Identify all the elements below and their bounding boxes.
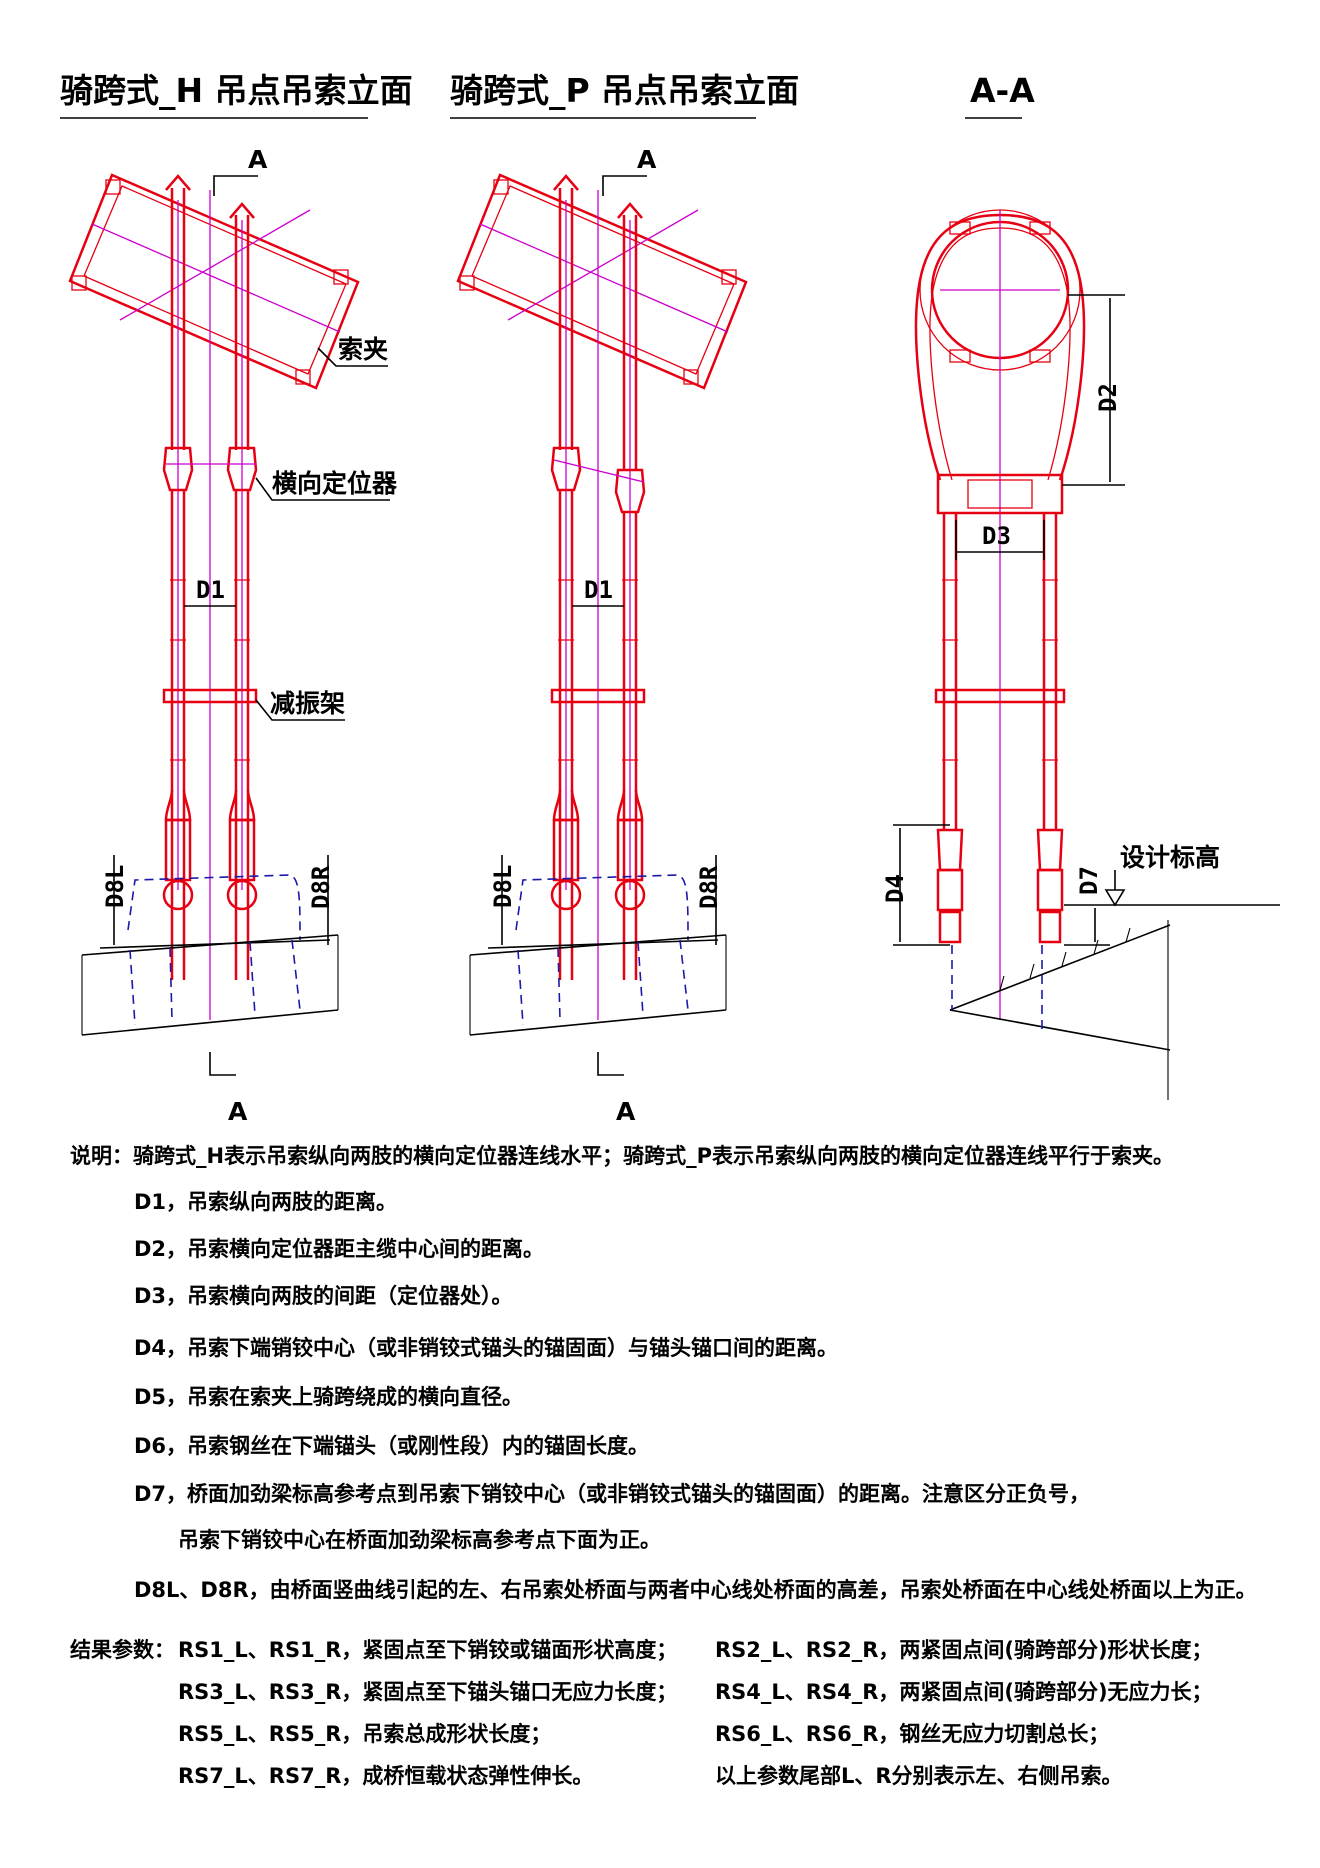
result-rs7: RS7_L、RS7_R，成桥恒载状态弹性伸长。 <box>178 1764 594 1788</box>
elevation-p: A D1 D8L D8R <box>456 145 748 1120</box>
dim-d1-p: D1 <box>584 576 613 604</box>
note-d5: D5，吊索在索夹上骑跨绕成的横向直径。 <box>134 1385 524 1409</box>
note-d7-line2: 吊索下销铰中心在桥面加劲梁标高参考点下面为正。 <box>178 1528 661 1552</box>
dim-d8r-p: D8R <box>695 865 723 909</box>
note-d1: D1，吊索纵向两肢的距离。 <box>134 1190 398 1214</box>
section-mark-top-p: A <box>637 145 657 174</box>
dim-d1-h: D1 <box>196 576 225 604</box>
elevation-h: A D1 <box>68 145 360 1120</box>
note-d3: D3，吊索横向两肢的间距（定位器处）。 <box>134 1284 513 1308</box>
dim-d8l-p: D8L <box>489 865 517 908</box>
result-rs1: RS1_L、RS1_R，紧固点至下销铰或锚面形状高度； <box>178 1638 678 1662</box>
result-rs2: RS2_L、RS2_R，两紧固点间(骑跨部分)形状长度； <box>715 1638 1213 1662</box>
note-d6: D6，吊索钢丝在下端锚头（或刚性段）内的锚固长度。 <box>134 1434 650 1458</box>
hanger-drawing: 骑跨式_H 吊点吊索立面 骑跨式_P 吊点吊索立面 A-A A D1 <box>60 71 1280 1120</box>
section-mark-top-h: A <box>248 145 268 174</box>
result-rs5: RS5_L、RS5_R，吊索总成形状长度； <box>178 1722 552 1746</box>
result-rs4: RS4_L、RS4_R，两紧固点间(骑跨部分)无应力长； <box>715 1680 1213 1704</box>
section-mark-bottom-p: A <box>616 1097 636 1120</box>
note-d2: D2，吊索横向定位器距主缆中心间的距离。 <box>134 1237 545 1261</box>
result-suffix-note: 以上参数尾部L、R分别表示左、右侧吊索。 <box>715 1764 1123 1788</box>
title-section: A-A <box>970 71 1035 110</box>
label-design-elevation: 设计标高 <box>1120 843 1220 872</box>
dim-d4: D4 <box>881 874 909 903</box>
dim-d7: D7 <box>1075 866 1103 895</box>
note-d4: D4，吊索下端销铰中心（或非销铰式锚头的锚固面）与锚头锚口间的距离。 <box>134 1336 839 1360</box>
section-a-a: D2 D3 D4 D7 设计标高 <box>881 209 1280 1100</box>
section-mark-bottom-h: A <box>228 1097 248 1120</box>
title-h-elevation: 骑跨式_H 吊点吊索立面 <box>60 71 413 110</box>
dim-d3: D3 <box>982 522 1011 550</box>
label-damper-frame: 减振架 <box>270 689 345 718</box>
result-rs3: RS3_L、RS3_R，紧固点至下锚头锚口无应力长度； <box>178 1680 678 1704</box>
note-intro: 说明：骑跨式_H表示吊索纵向两肢的横向定位器连线水平；骑跨式_P表示吊索纵向两肢… <box>70 1144 1174 1168</box>
results-label: 结果参数： <box>70 1638 175 1662</box>
dim-d2: D2 <box>1094 383 1122 412</box>
dim-d8r-h: D8R <box>307 865 335 909</box>
label-cable-clamp: 索夹 <box>338 335 388 364</box>
title-p-elevation: 骑跨式_P 吊点吊索立面 <box>450 71 799 110</box>
dim-d8l-h: D8L <box>101 865 129 908</box>
note-d8: D8L、D8R，由桥面竖曲线引起的左、右吊索处桥面与两者中心线处桥面的高差，吊索… <box>134 1578 1257 1602</box>
note-d7-line1: D7，桥面加劲梁标高参考点到吊索下销铰中心（或非销铰式锚头的锚固面）的距离。注意… <box>134 1482 1091 1506</box>
label-lateral-positioner: 横向定位器 <box>272 469 398 498</box>
result-rs6: RS6_L、RS6_R，钢丝无应力切割总长； <box>715 1722 1110 1746</box>
